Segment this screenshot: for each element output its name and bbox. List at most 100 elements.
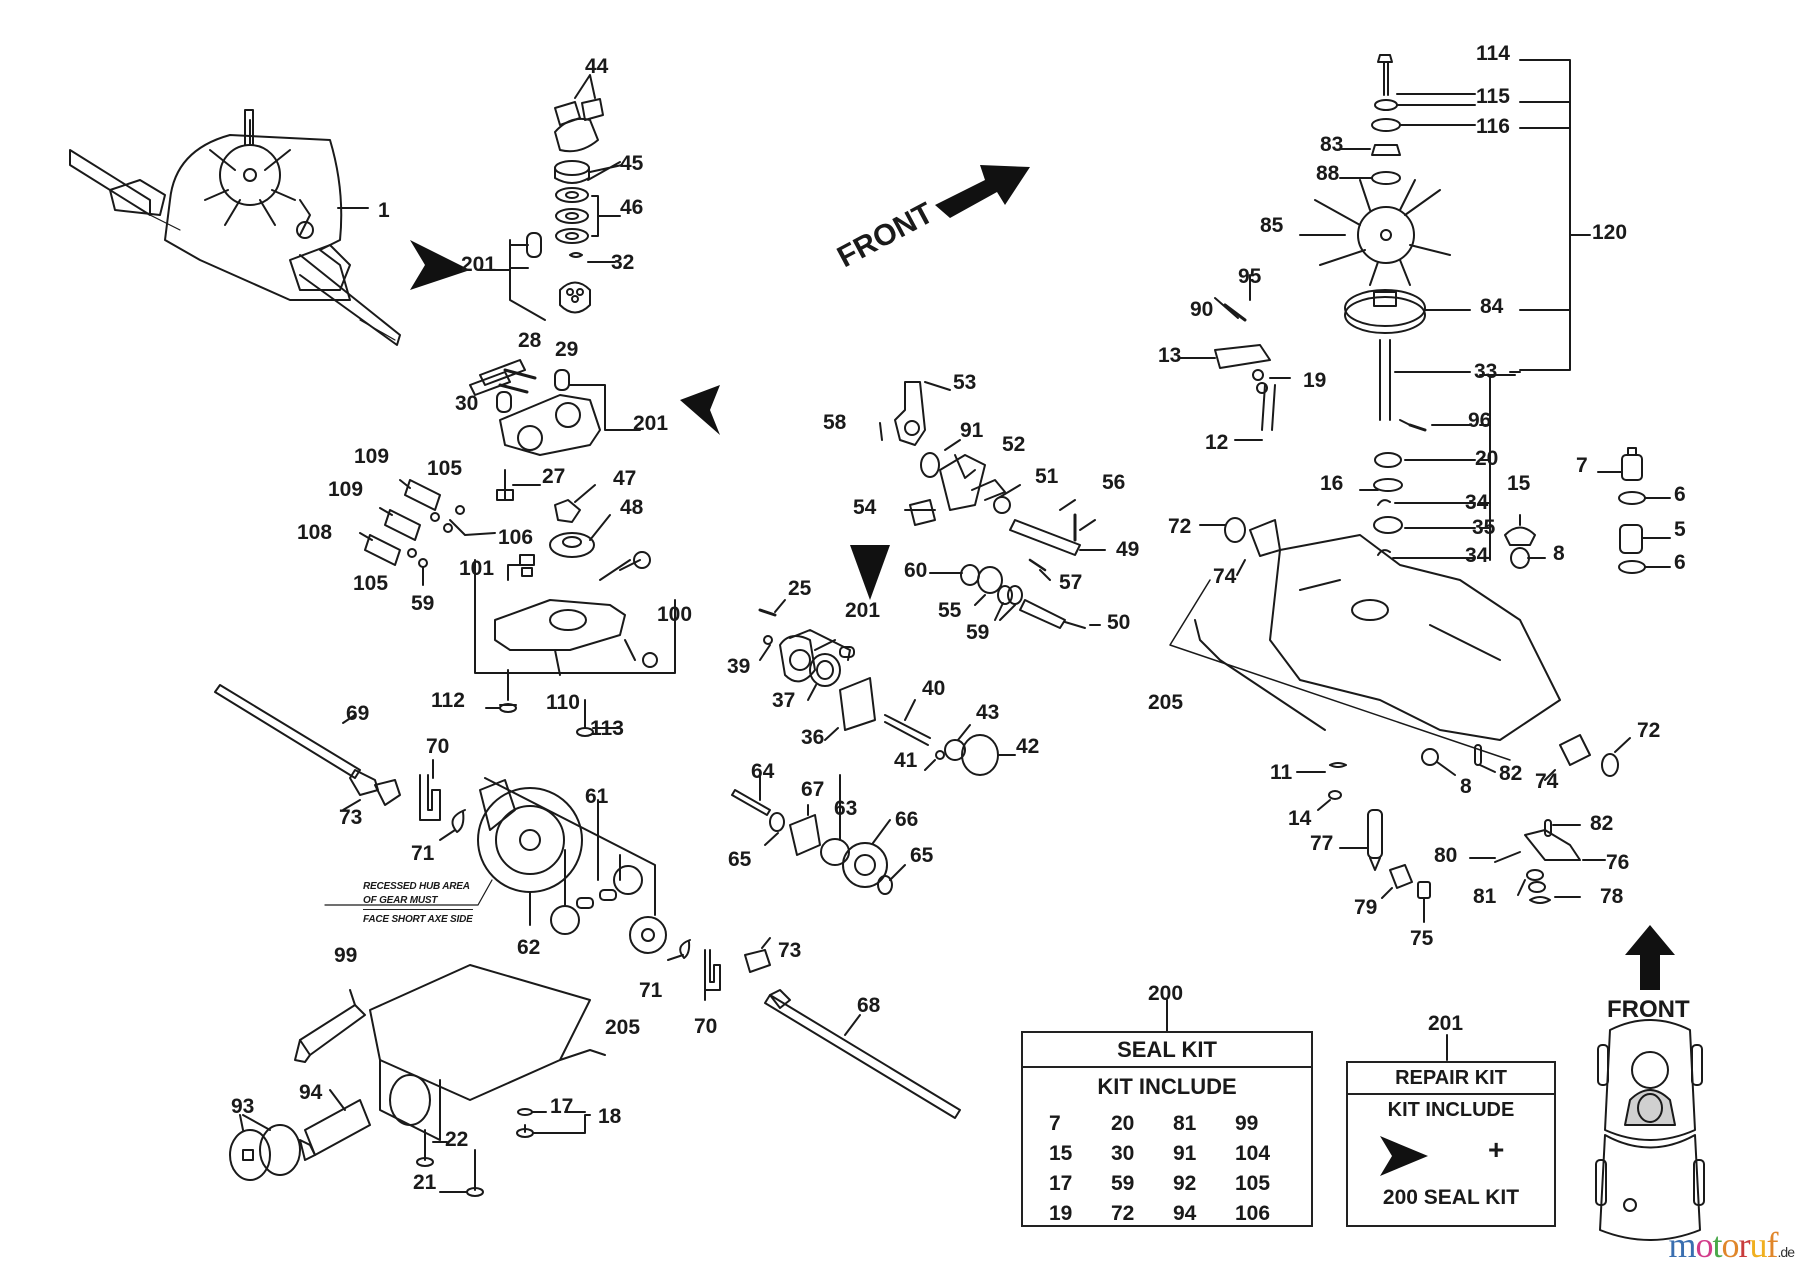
- seal-kit-item: 17: [1049, 1172, 1073, 1195]
- callout-c201c: 201: [845, 599, 881, 622]
- repair-kit-subtitle: KIT INCLUDE: [1387, 1099, 1515, 1121]
- watermark-letter: o: [1695, 1225, 1714, 1265]
- callout-c8a: 8: [1553, 542, 1565, 565]
- repair-kit-table: REPAIR KIT KIT INCLUDE + 200 SEAL KIT: [1346, 1061, 1556, 1227]
- callout-c90: 90: [1190, 298, 1214, 321]
- seal-kit-title: SEAL KIT: [1023, 1033, 1311, 1068]
- callout-c13: 13: [1158, 344, 1182, 367]
- callout-c65a: 65: [728, 848, 752, 871]
- callout-c79: 79: [1354, 896, 1378, 919]
- callout-c113: 113: [590, 717, 624, 740]
- callout-c12: 12: [1205, 431, 1229, 454]
- callout-c56: 56: [1102, 471, 1126, 494]
- callout-c44: 44: [585, 55, 609, 78]
- callout-c82a: 82: [1499, 762, 1523, 785]
- seal-kit-subtitle: KIT INCLUDE: [1097, 1074, 1237, 1099]
- note-line: FACE SHORT AXE SIDE: [363, 914, 473, 925]
- watermark-logo: motoruf.de: [1668, 1224, 1796, 1266]
- callout-c106: 106: [498, 526, 534, 549]
- callout-c201d: 201: [1428, 1012, 1464, 1035]
- callout-c91: 91: [960, 419, 984, 442]
- callout-c39: 39: [727, 655, 751, 678]
- callout-c67: 67: [801, 778, 825, 801]
- seal-kit-item: 30: [1111, 1142, 1135, 1165]
- callout-c68: 68: [857, 994, 881, 1017]
- callout-c73b: 73: [778, 939, 802, 962]
- callout-c70b: 70: [694, 1015, 718, 1038]
- callout-c49: 49: [1116, 538, 1140, 561]
- callout-c205b: 205: [1148, 691, 1184, 714]
- callout-c109a: 109: [354, 445, 390, 468]
- callout-c6a: 6: [1674, 483, 1686, 506]
- callout-c78: 78: [1600, 885, 1624, 908]
- callout-c75: 75: [1410, 927, 1434, 950]
- callout-c110: 110: [546, 691, 580, 714]
- seal-kit-item: 15: [1049, 1142, 1073, 1165]
- callout-c95: 95: [1238, 265, 1262, 288]
- seal-kit-item: 72: [1111, 1202, 1135, 1225]
- callout-c6b: 6: [1674, 551, 1686, 574]
- callout-c77: 77: [1310, 832, 1334, 855]
- seal-kit-item: 20: [1111, 1112, 1135, 1135]
- callout-c29: 29: [555, 338, 579, 361]
- callout-c120: 120: [1592, 221, 1628, 244]
- callout-c84: 84: [1480, 295, 1504, 318]
- callout-c21: 21: [413, 1171, 437, 1194]
- callout-c69: 69: [346, 702, 370, 725]
- callout-c101: 101: [459, 557, 495, 580]
- repair-kit-marker-arrow-1: [410, 240, 470, 290]
- callout-c100: 100: [657, 603, 693, 626]
- callout-c5: 5: [1674, 518, 1686, 541]
- callout-c46: 46: [620, 196, 644, 219]
- callout-c27: 27: [542, 465, 566, 488]
- repair-kit-marker-arrow-3: [850, 545, 890, 600]
- callout-c33: 33: [1474, 360, 1498, 383]
- callout-c34a: 34: [1465, 491, 1489, 514]
- callout-c55: 55: [938, 599, 962, 622]
- callout-c96: 96: [1468, 409, 1492, 432]
- callout-c40: 40: [922, 677, 946, 700]
- seal-kit-item: 106: [1235, 1202, 1271, 1225]
- callout-c72b: 72: [1637, 719, 1661, 742]
- callout-c116: 116: [1476, 115, 1510, 138]
- callout-c80: 80: [1434, 844, 1458, 867]
- callout-c201b: 201: [633, 412, 669, 435]
- callout-c201a: 201: [461, 253, 497, 276]
- callout-c45: 45: [620, 152, 644, 175]
- callout-c50: 50: [1107, 611, 1131, 634]
- seal-kit-item: 81: [1173, 1112, 1197, 1135]
- callout-c28: 28: [518, 329, 542, 352]
- callout-c59a: 59: [411, 592, 435, 615]
- callout-c19: 19: [1303, 369, 1327, 392]
- seal-kit-item: 91: [1173, 1142, 1197, 1165]
- repair-kit-marker-arrow-2: [680, 385, 720, 435]
- callout-c17: 17: [550, 1095, 574, 1118]
- callout-c74a: 74: [1213, 565, 1237, 588]
- callout-c200: 200: [1148, 982, 1184, 1005]
- repair-kit-title: REPAIR KIT: [1348, 1063, 1554, 1095]
- watermark-letter: m: [1668, 1225, 1697, 1265]
- front-arrow-angled: [935, 165, 1030, 218]
- callout-c36: 36: [801, 726, 825, 749]
- callout-c34b: 34: [1465, 544, 1489, 567]
- note-line: RECESSED HUB AREA: [363, 881, 470, 892]
- callout-c16: 16: [1320, 472, 1344, 495]
- callout-c70a: 70: [426, 735, 450, 758]
- callout-c48: 48: [620, 496, 644, 519]
- callout-c41: 41: [894, 749, 918, 772]
- seal-kit-item: 19: [1049, 1202, 1073, 1225]
- seal-kit-item: 92: [1173, 1172, 1197, 1195]
- callout-c37: 37: [772, 689, 796, 712]
- callout-c43: 43: [976, 701, 1000, 724]
- callout-c57: 57: [1059, 571, 1083, 594]
- callout-c15: 15: [1507, 472, 1531, 495]
- seal-kit-item: 104: [1235, 1142, 1271, 1165]
- note-line: OF GEAR MUST: [363, 894, 473, 910]
- kit-marker-arrow-icon: [1380, 1136, 1428, 1176]
- repair-kit-body: + 200 SEAL KIT: [1348, 1124, 1554, 1220]
- callout-c85: 85: [1260, 214, 1284, 237]
- callout-c52: 52: [1002, 433, 1026, 456]
- assembly-note: RECESSED HUB AREA OF GEAR MUST FACE SHOR…: [363, 880, 473, 927]
